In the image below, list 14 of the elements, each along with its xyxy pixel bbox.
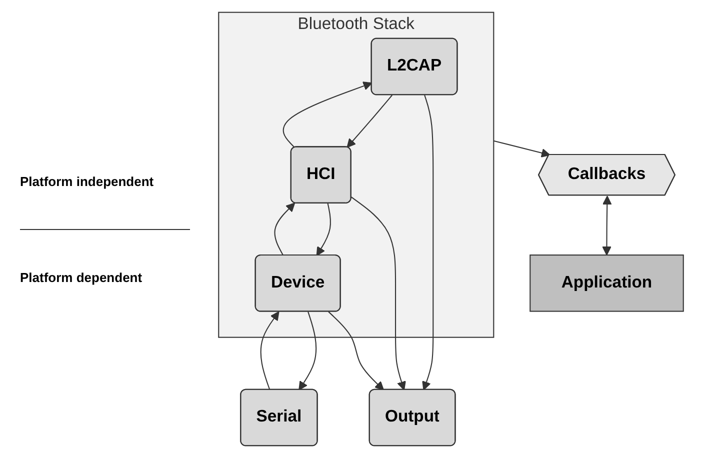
- arrow: [260, 311, 280, 390]
- region-label: Platform dependent: [20, 270, 144, 284]
- arrow: [422, 94, 434, 390]
- arrow: [346, 94, 393, 148]
- arrow: [298, 312, 317, 390]
- arrow: [494, 140, 550, 158]
- arrow: [316, 203, 332, 256]
- arrow: [351, 196, 406, 390]
- arrow: [282, 82, 372, 148]
- arrow: [602, 196, 612, 256]
- arrow: [274, 202, 296, 256]
- arrow: [328, 311, 384, 390]
- region-label: Platform independent: [20, 174, 155, 188]
- node-box: Application: [530, 254, 684, 312]
